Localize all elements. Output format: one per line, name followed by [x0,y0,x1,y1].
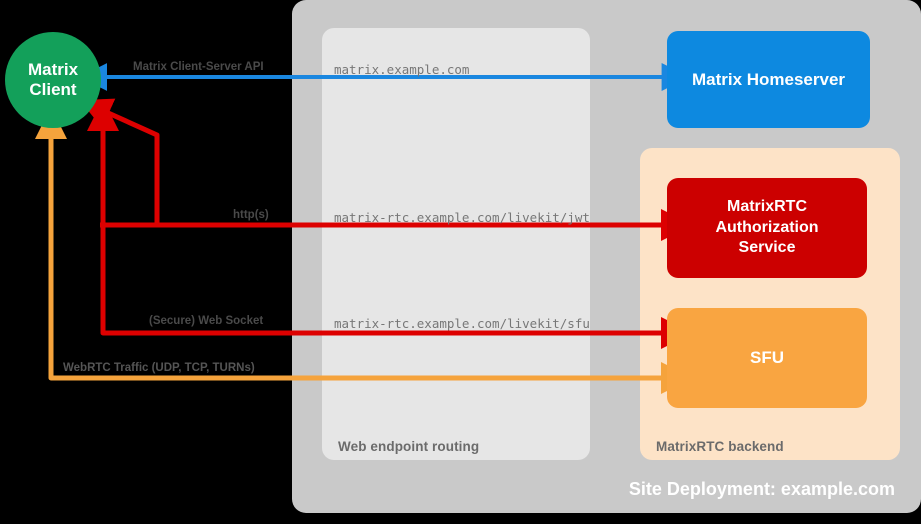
node-matrix-client[interactable]: Matrix Client [5,32,101,128]
node-sfu-label: SFU [750,348,784,367]
caption-matrixrtc-backend: MatrixRTC backend [656,439,784,454]
edge-label-cs-api: Matrix Client-Server API [133,61,264,73]
edge-label-web-socket: (Secure) Web Socket [149,315,264,327]
node-auth-line2: Authorization [715,218,819,236]
edge-webrtc-media [34,107,693,394]
web-endpoint-routing-container [322,28,590,460]
node-matrixrtc-authorization-service[interactable]: MatrixRTC Authorization Service [667,178,867,278]
node-auth-line1: MatrixRTC [726,198,807,216]
node-matrix-homeserver-label: Matrix Homeserver [691,69,846,89]
endpoint-label-matrix: matrix.example.com [334,62,470,77]
edge-livekit-jwt [79,98,693,241]
node-matrix-client-line2: Client [29,80,77,99]
endpoint-label-livekit-jwt: matrix-rtc.example.com/livekit/jwt [334,210,590,225]
caption-web-endpoint-routing: Web endpoint routing [338,439,480,454]
node-auth-line3: Service [738,239,796,257]
node-sfu[interactable]: SFU [667,308,867,408]
node-matrix-client-line1: Matrix [27,60,79,80]
edge-label-https: http(s) [233,209,269,221]
edge-label-webrtc: WebRTC Traffic (UDP, TCP, TURNs) [63,362,255,374]
node-matrix-homeserver[interactable]: Matrix Homeserver [667,31,870,128]
site-deployment-title: Site Deployment: example.com [628,479,895,499]
edge-livekit-sfu [86,99,693,349]
endpoint-label-livekit-sfu: matrix-rtc.example.com/livekit/sfu [334,316,590,331]
